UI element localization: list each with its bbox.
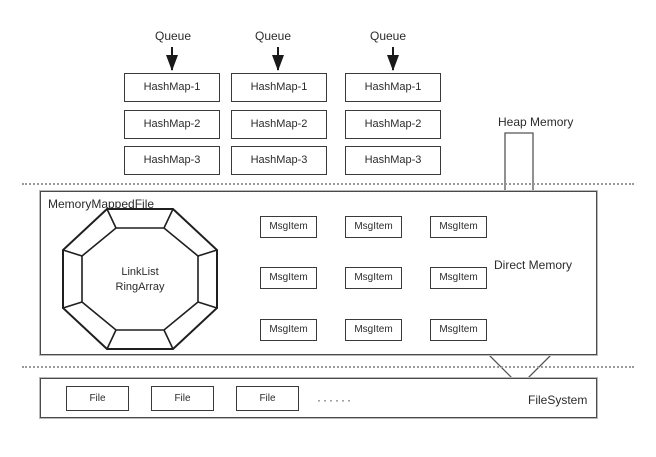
hashmap-box-c2-r2[interactable]: HashMap-2 (231, 110, 327, 139)
heap-memory-label: Heap Memory (498, 115, 574, 129)
msgitem-box-r3-c3[interactable]: MsgItem (430, 319, 487, 341)
hashmap-box-c3-r1[interactable]: HashMap-1 (345, 73, 441, 102)
separator-heap-direct (22, 183, 634, 185)
file-list-ellipsis: ······ (317, 393, 353, 407)
hashmap-box-c1-r1[interactable]: HashMap-1 (124, 73, 220, 102)
file-box-1[interactable]: File (66, 386, 129, 411)
hashmap-box-c2-r3[interactable]: HashMap-3 (231, 146, 327, 175)
queue-label-2: Queue (255, 29, 292, 43)
msgitem-box-r3-c2[interactable]: MsgItem (345, 319, 402, 341)
hashmap-box-c3-r2[interactable]: HashMap-2 (345, 110, 441, 139)
msgitem-box-r1-c3[interactable]: MsgItem (430, 216, 487, 238)
ring-label-line1: LinkList (121, 266, 159, 278)
msgitem-box-r2-c1[interactable]: MsgItem (260, 267, 317, 289)
ring-label-line2: RingArray (115, 281, 165, 293)
linklist-ringarray-octagon-icon (62, 208, 218, 350)
msgitem-box-r1-c1[interactable]: MsgItem (260, 216, 317, 238)
file-system-frame (39, 377, 598, 419)
hashmap-box-c2-r1[interactable]: HashMap-1 (231, 73, 327, 102)
queue-label-1: Queue (155, 29, 192, 43)
file-box-2[interactable]: File (151, 386, 214, 411)
separator-direct-filesystem (22, 366, 634, 368)
msgitem-box-r3-c1[interactable]: MsgItem (260, 319, 317, 341)
hashmap-box-c1-r3[interactable]: HashMap-3 (124, 146, 220, 175)
msgitem-box-r1-c2[interactable]: MsgItem (345, 216, 402, 238)
queue-label-3: Queue (370, 29, 407, 43)
msgitem-box-r2-c2[interactable]: MsgItem (345, 267, 402, 289)
hashmap-box-c1-r2[interactable]: HashMap-2 (124, 110, 220, 139)
hashmap-box-c3-r3[interactable]: HashMap-3 (345, 146, 441, 175)
msgitem-box-r2-c3[interactable]: MsgItem (430, 267, 487, 289)
direct-memory-label: Direct Memory (494, 258, 573, 272)
memory-mapped-file-label: MemoryMappedFile (48, 197, 155, 211)
file-box-3[interactable]: File (236, 386, 299, 411)
file-system-label: FileSystem (528, 393, 588, 407)
